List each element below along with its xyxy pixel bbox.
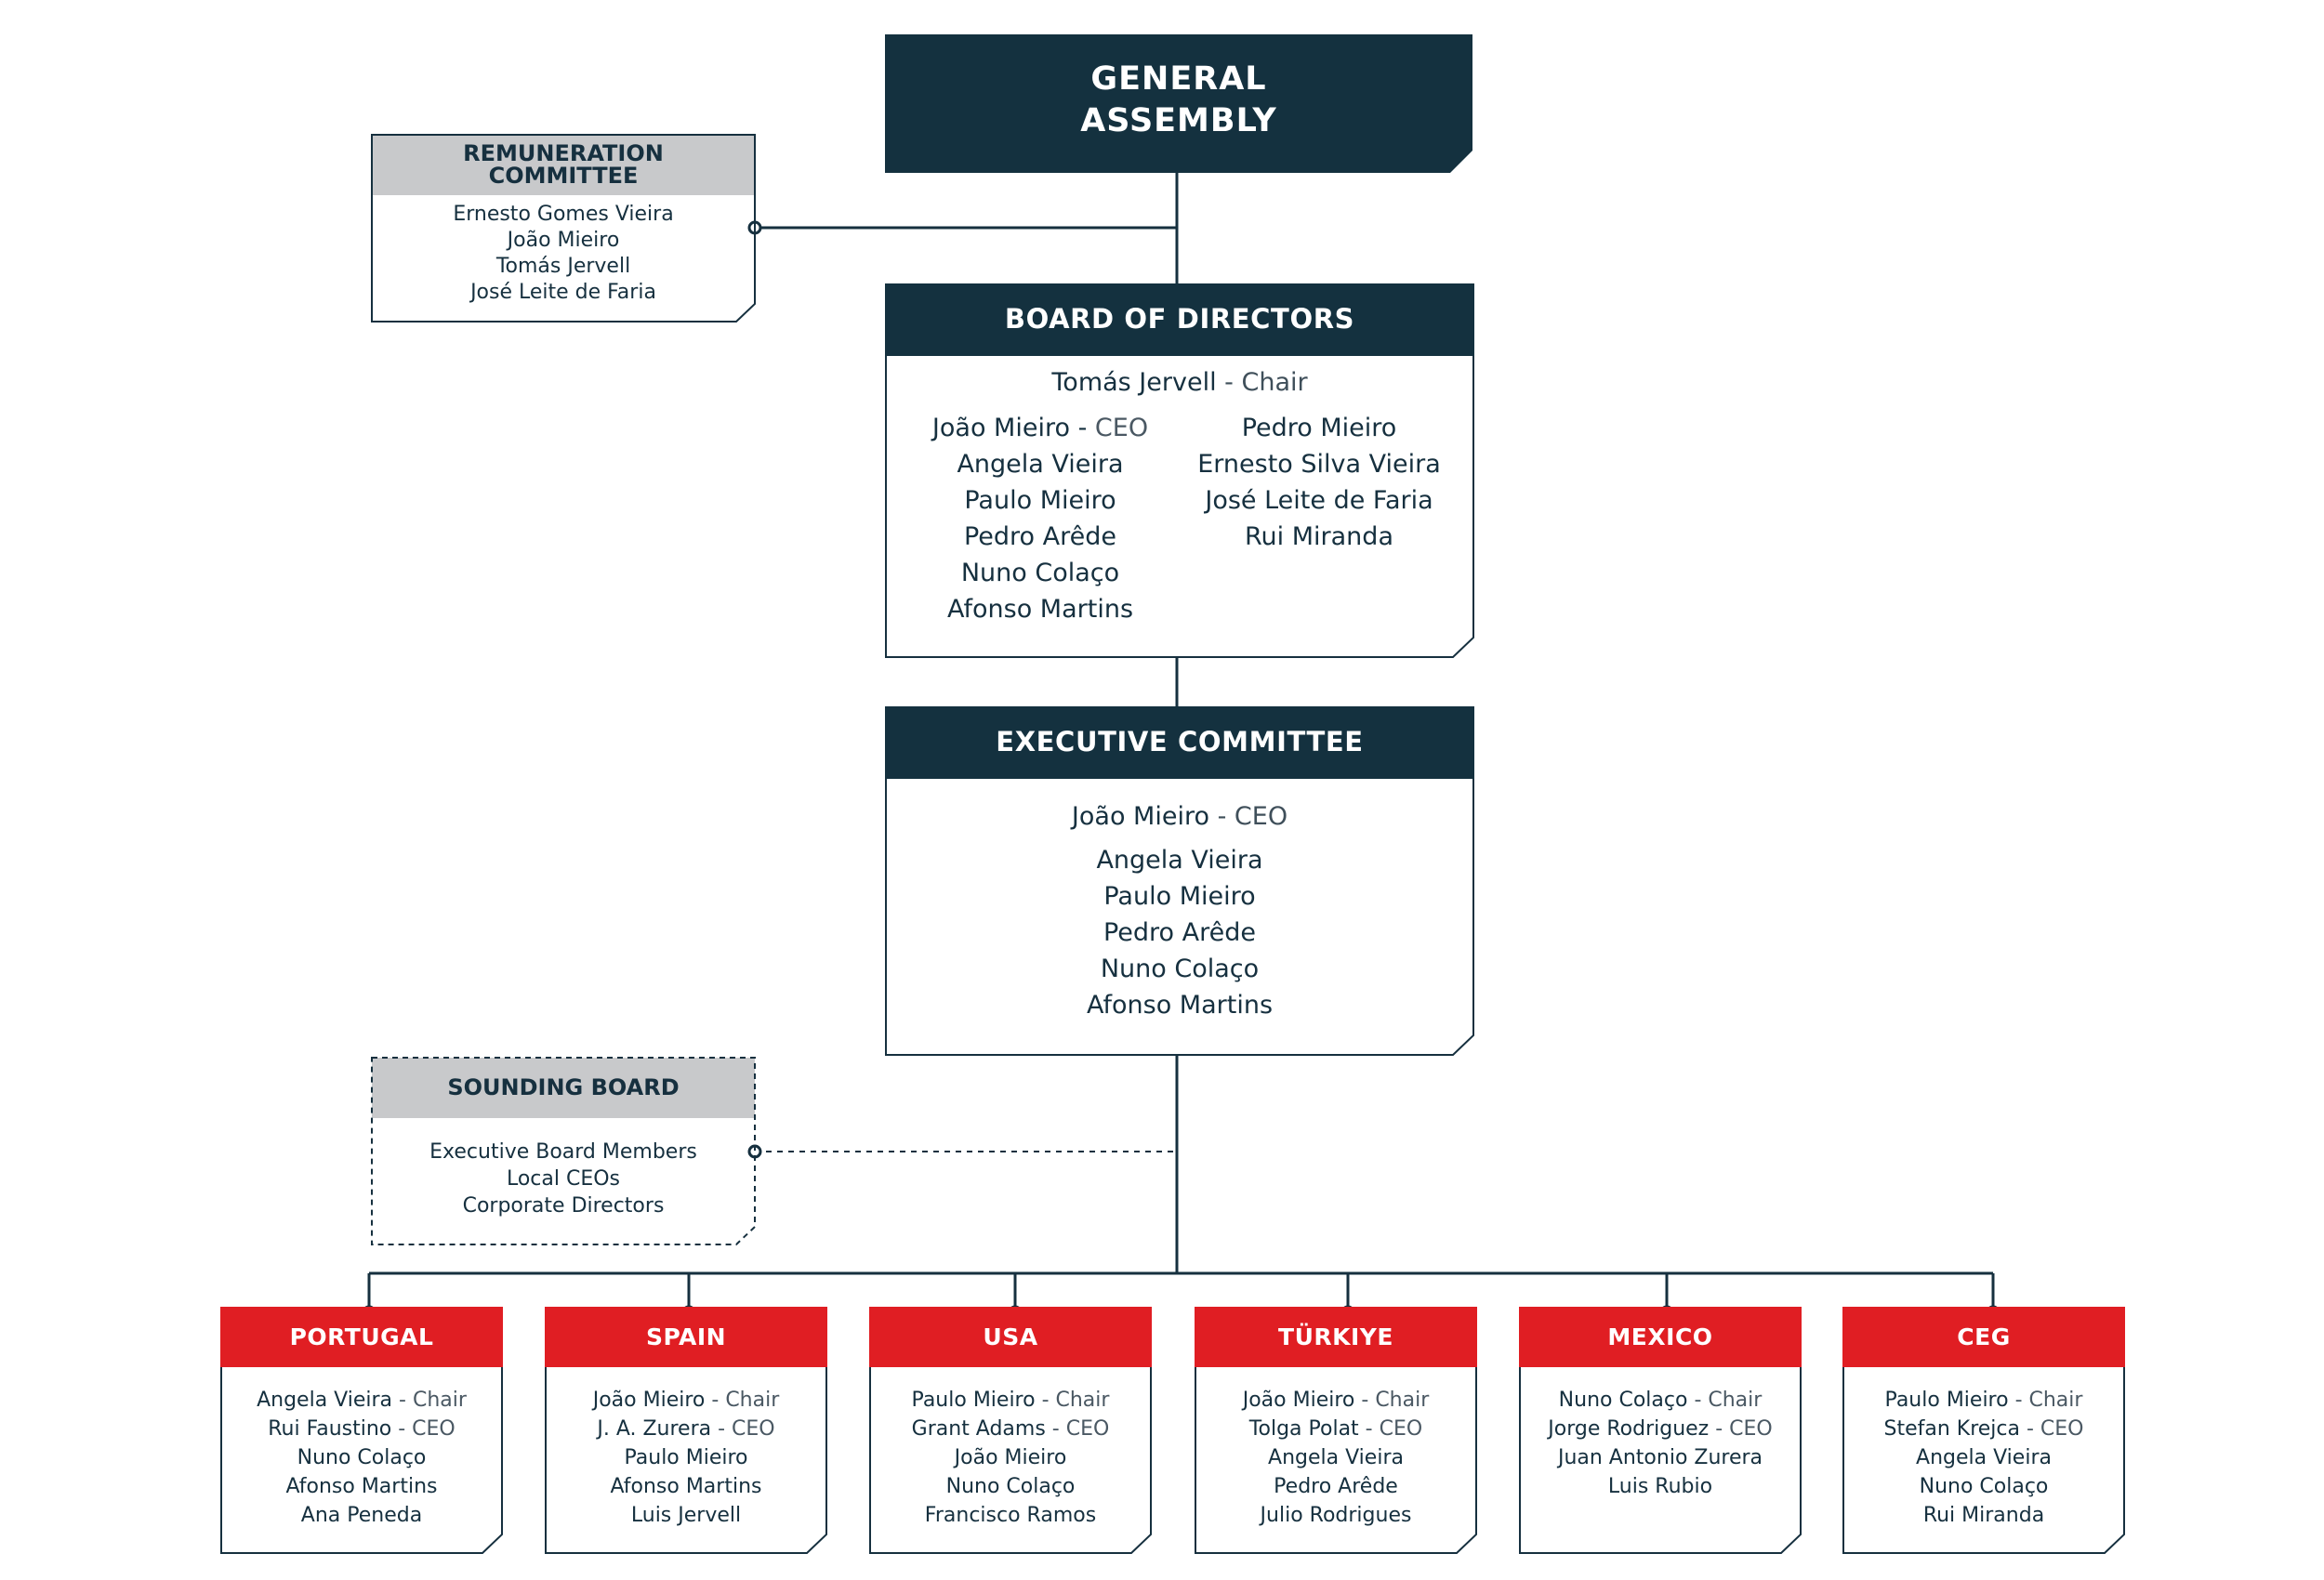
member-name: Local CEOs: [506, 1167, 621, 1191]
member-name: Paulo Mieiro: [964, 486, 1116, 515]
member-name: Afonso Martins: [285, 1475, 438, 1498]
country-ceo: Jorge Rodriguez - CEO: [1548, 1417, 1773, 1441]
country-ceo: Rui Faustino - CEO: [268, 1417, 456, 1441]
member-name: Juan Antonio Zurera: [1557, 1446, 1763, 1469]
country-ceo: J. A. Zurera - CEO: [597, 1417, 775, 1441]
member-name: Nuno Colaço: [960, 559, 1120, 587]
country-chair: João Mieiro - Chair: [1242, 1389, 1430, 1412]
member-name: Ernesto Gomes Vieira: [453, 203, 674, 226]
member-name: Julio Rodrigues: [1260, 1504, 1412, 1527]
member-name: Paulo Mieiro: [1103, 882, 1256, 911]
country-name: CEG: [1957, 1323, 2011, 1350]
country-ceo: Grant Adams - CEO: [911, 1417, 1110, 1441]
member-name: Afonso Martins: [610, 1475, 762, 1498]
member-name: Afonso Martins: [1086, 991, 1274, 1020]
member-name: Executive Board Members: [429, 1140, 697, 1164]
country-name: PORTUGAL: [289, 1323, 434, 1350]
member-name: Nuno Colaço: [945, 1475, 1076, 1498]
country-chair: João Mieiro - Chair: [592, 1389, 780, 1412]
country-name: MEXICO: [1607, 1323, 1713, 1350]
member-name: Paulo Mieiro: [624, 1446, 748, 1469]
executive-ceo: João Mieiro - CEO: [1071, 802, 1288, 831]
general-assembly-box: GENERAL ASSEMBLY: [885, 34, 1472, 173]
country-box-spain: SPAIN João Mieiro - Chair J. A. Zurera - C…: [545, 1307, 827, 1554]
member-name: José Leite de Faria: [1205, 486, 1433, 515]
member-name: João Mieiro: [507, 229, 620, 252]
country-chair: Angela Vieira - Chair: [257, 1389, 467, 1412]
country-chair: Paulo Mieiro - Chair: [1884, 1389, 2083, 1412]
member-name: Afonso Martins: [946, 595, 1134, 624]
member-name: Nuno Colaço: [297, 1446, 427, 1469]
member-name: Corporate Directors: [462, 1194, 665, 1218]
country-name: TÜRKIYE: [1278, 1323, 1393, 1350]
country-chair: Paulo Mieiro - Chair: [911, 1389, 1110, 1412]
country-ceo: Stefan Krejca - CEO: [1883, 1417, 2084, 1441]
executive-title: EXECUTIVE COMMITTEE: [996, 726, 1364, 757]
member-name: Angela Vieira: [1096, 846, 1263, 875]
country-members: João Mieiro - Chair J. A. Zurera - CEO Pau…: [545, 1386, 827, 1530]
board-title: BOARD OF DIRECTORS: [1004, 303, 1355, 335]
member-name: Angela Vieira: [1268, 1446, 1404, 1469]
member-name: Luis Rubio: [1607, 1475, 1713, 1498]
member-name: Pedro Arêde: [963, 522, 1117, 551]
member-name: Pedro Arêde: [1103, 918, 1257, 947]
country-ceo: Tolga Polat - CEO: [1248, 1417, 1423, 1441]
member-name: Angela Vieira: [957, 450, 1124, 479]
sounding-board-title: SOUNDING BOARD: [447, 1073, 680, 1100]
member-name: Rui Miranda: [1245, 522, 1393, 551]
member-name: Luis Jervell: [630, 1504, 742, 1527]
member-name: Pedro Mieiro: [1241, 414, 1397, 442]
member-name: Rui Miranda: [1922, 1504, 2045, 1527]
member-name: Angela Vieira: [1916, 1446, 2052, 1469]
country-chair: Nuno Colaço - Chair: [1558, 1389, 1763, 1412]
member-name: João Mieiro: [954, 1446, 1067, 1469]
member-name: Francisco Ramos: [924, 1504, 1097, 1527]
member-name: José Leite de Faria: [470, 281, 656, 304]
general-assembly-title: GENERAL ASSEMBLY: [1080, 60, 1277, 139]
member-name: Ernesto Silva Vieira: [1197, 450, 1441, 479]
board-chair: Tomás Jervell - Chair: [1051, 368, 1308, 397]
executive-committee-box: EXECUTIVE COMMITTEE João Mieiro - CEO An…: [885, 706, 1474, 1056]
board-ceo: João Mieiro - CEO: [931, 414, 1149, 442]
member-name: Pedro Arêde: [1274, 1475, 1398, 1498]
country-name: USA: [983, 1323, 1038, 1350]
member-name: Tomás Jervell: [495, 255, 631, 278]
member-name: Nuno Colaço: [1919, 1475, 2049, 1498]
member-name: Nuno Colaço: [1100, 955, 1260, 983]
country-name: SPAIN: [645, 1323, 727, 1350]
board-of-directors-box: BOARD OF DIRECTORS Tomás Jervell - Chair…: [885, 283, 1474, 658]
member-name: Ana Peneda: [300, 1504, 423, 1527]
